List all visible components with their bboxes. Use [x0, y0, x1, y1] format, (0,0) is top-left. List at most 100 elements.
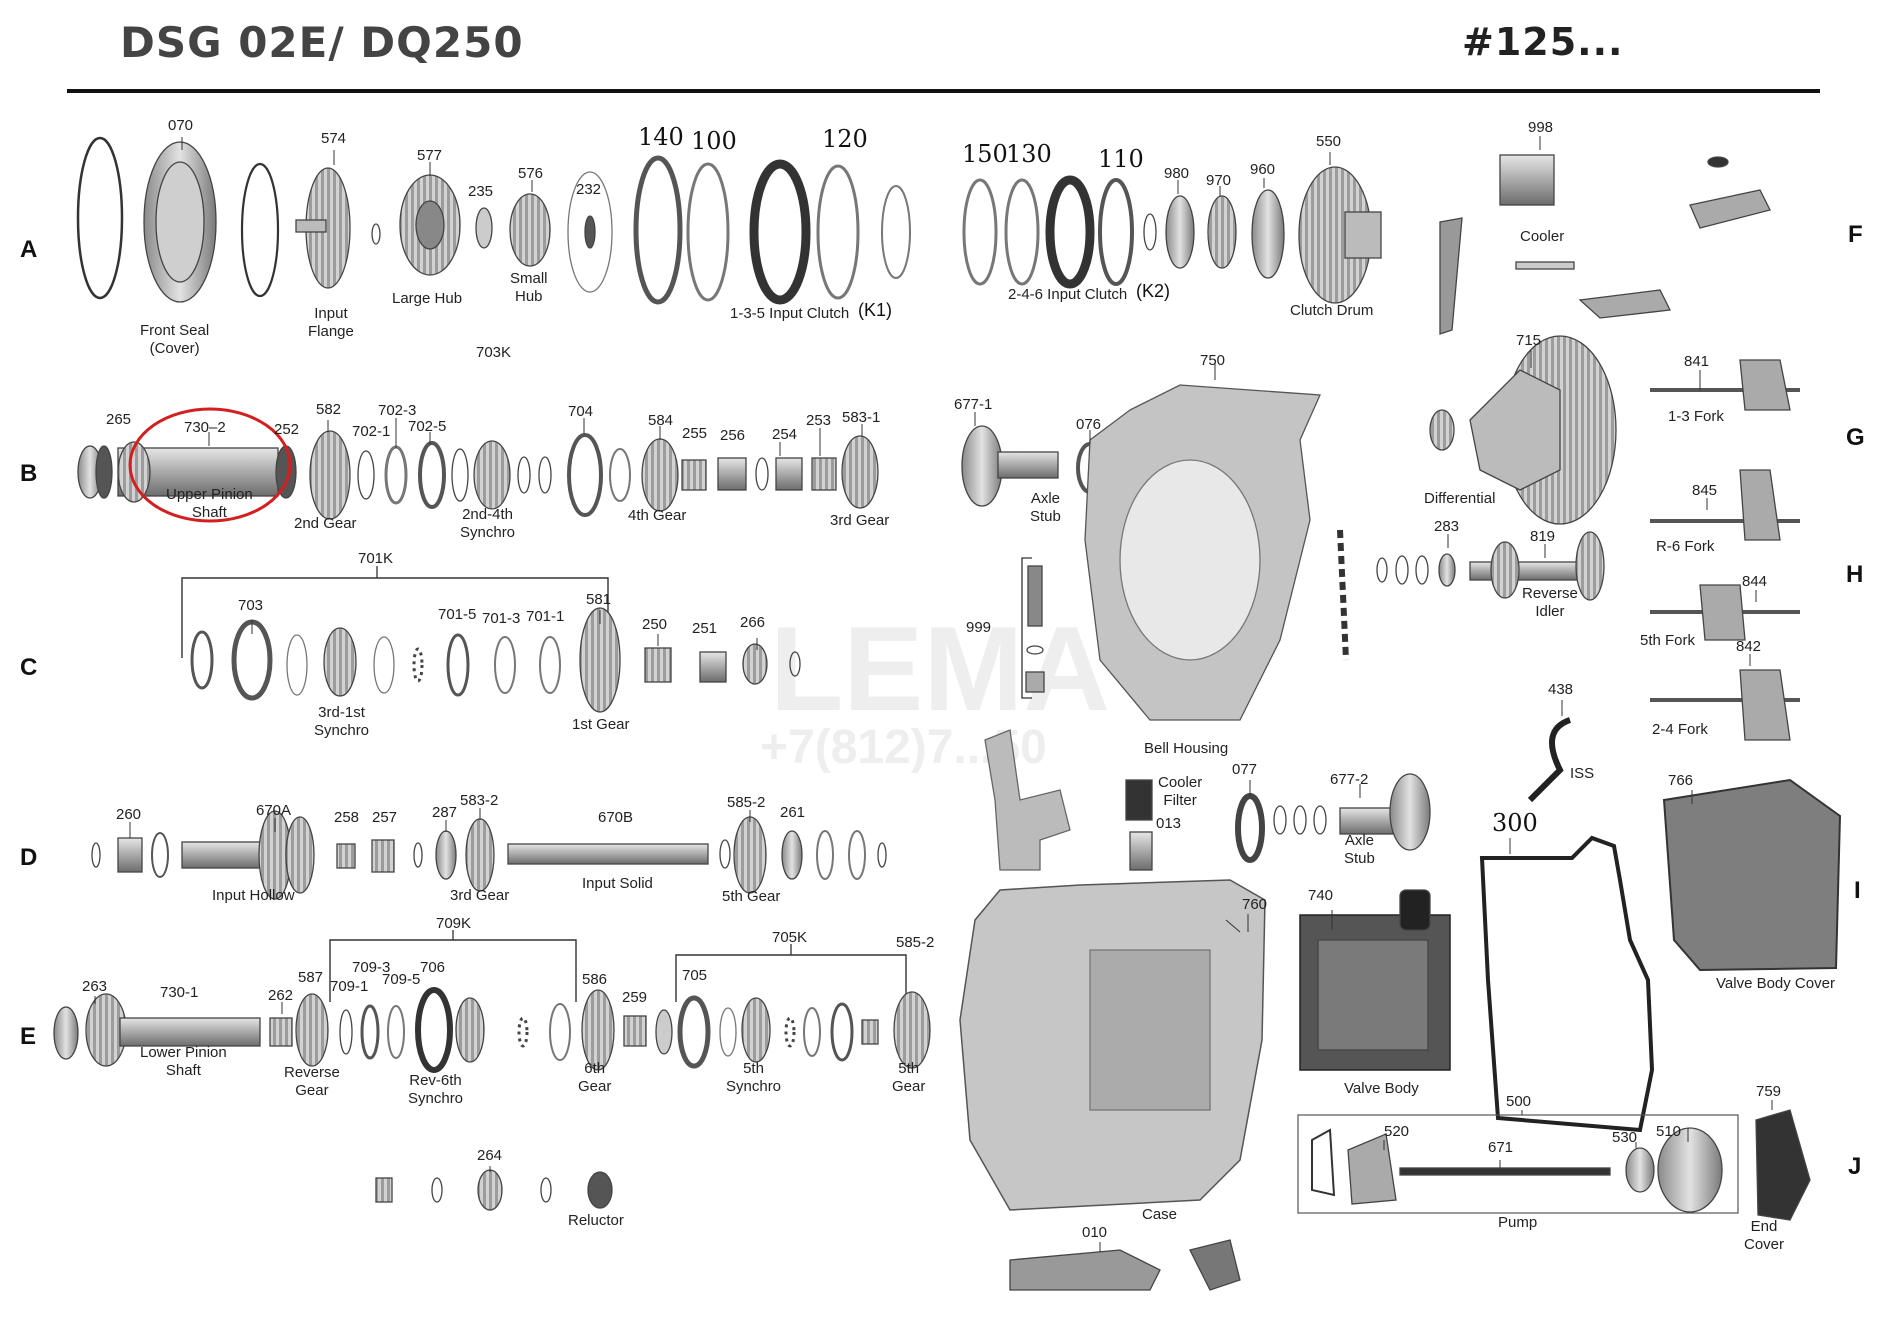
part-number: 140	[638, 123, 684, 151]
front-seal-ring	[76, 136, 124, 300]
axle-stub-flange	[961, 425, 1003, 507]
seal-960	[1251, 189, 1285, 279]
snap-ring	[240, 162, 280, 298]
part-number: 970	[1206, 172, 1232, 189]
label-bell-housing: Bell Housing	[1144, 740, 1229, 757]
label-gear-6th: 6th Gear	[578, 1060, 612, 1095]
part-number: 500	[1506, 1093, 1532, 1110]
pump-shaft-671	[1399, 1167, 1611, 1176]
piston-980	[1165, 195, 1195, 269]
part-number: 677-1	[954, 396, 993, 413]
label-fork-5th: 5th Fork	[1640, 632, 1696, 649]
pump-body-510	[1657, 1127, 1723, 1213]
small-hub	[509, 193, 551, 267]
part-number: 264	[477, 1147, 503, 1164]
part-number: 263	[82, 978, 108, 995]
ring-705	[677, 995, 711, 1069]
bushing-251	[699, 651, 727, 683]
part-number: 819	[1530, 528, 1556, 545]
gear-3rd-upper	[841, 435, 879, 509]
label-cooler: Cooler	[1520, 228, 1565, 245]
part-number: 510	[1656, 1123, 1682, 1140]
part-number: 586	[582, 971, 608, 988]
part-number: 550	[1316, 133, 1342, 150]
part-number: 583-1	[842, 409, 881, 426]
part-number: 235	[468, 183, 494, 200]
part-number: 715	[1516, 332, 1542, 349]
snap-ring-k1	[881, 185, 911, 279]
label-pump: Pump	[1498, 1214, 1538, 1231]
page-title-number: #125...	[1462, 20, 1624, 64]
gasket-300	[1479, 835, 1655, 1133]
filter-013	[1129, 831, 1153, 871]
label-clutch-246: 2-4-6 Input Clutch	[1008, 286, 1128, 303]
part-number: 077	[1232, 761, 1258, 778]
clutch-pack-k2	[1045, 175, 1095, 289]
label-clutch-135: 1-3-5 Input Clutch	[730, 305, 850, 322]
input-solid-shaft	[507, 843, 709, 865]
label-axle-stub-2: Axle Stub	[1344, 832, 1375, 867]
bushing-256	[717, 457, 747, 491]
bearing-232	[567, 171, 613, 293]
synchro-5th	[741, 997, 771, 1063]
label-synchro-5th: 5th Synchro	[726, 1060, 782, 1095]
gear-5th-lower	[893, 991, 931, 1069]
synchro-ring-702-5	[418, 441, 446, 509]
part-number: 577	[417, 147, 443, 164]
rotor-530	[1625, 1147, 1655, 1193]
part-number: 130	[1006, 140, 1052, 168]
part-number: 705	[682, 967, 708, 984]
part-number: 705K	[772, 929, 808, 946]
synchro-3-1	[323, 627, 357, 697]
row-letter-h: H	[1846, 561, 1864, 588]
clutch-pack-k1	[749, 159, 811, 305]
part-number: 262	[268, 987, 294, 1004]
bracket-999	[1021, 557, 1032, 699]
gear-5th-input	[733, 816, 767, 894]
bracket-b	[1578, 289, 1671, 319]
ring-704	[567, 433, 603, 517]
label-synchro-2-4: 2nd-4th Synchro	[460, 506, 516, 541]
end-cover	[1755, 1109, 1811, 1221]
gear-1st	[579, 607, 621, 713]
part-number: 438	[1548, 681, 1574, 698]
needle-bearing-259	[623, 1015, 647, 1047]
label-gear-5th-d: 5th Gear	[722, 888, 781, 905]
bearing-254	[775, 457, 803, 491]
thrust-washer-235	[475, 207, 493, 249]
part-number: 070	[168, 117, 194, 134]
part-number: 740	[1308, 887, 1334, 904]
axle-stub-1	[997, 451, 1059, 479]
part-number: 998	[1528, 119, 1554, 136]
spring-pack-970	[1207, 195, 1237, 269]
needle-bearing-253	[811, 457, 837, 491]
label-large-hub: Large Hub	[392, 290, 463, 307]
seal-077	[1235, 793, 1265, 863]
bearing-252	[275, 445, 297, 499]
part-number: 842	[1736, 638, 1762, 655]
part-number: 232	[576, 181, 602, 198]
clutch-plate-100	[686, 162, 730, 302]
part-number: 670A	[256, 802, 292, 819]
needle-bearing-255	[681, 459, 707, 491]
part-number: 287	[432, 804, 458, 821]
needle-bearing-250	[644, 647, 672, 683]
part-number: 750	[1200, 352, 1226, 369]
part-number: 960	[1250, 161, 1276, 178]
part-number: 013	[1156, 815, 1182, 832]
needle-bearing-258	[336, 843, 356, 869]
clutch-plate-130	[1004, 178, 1040, 286]
part-number: 759	[1756, 1083, 1782, 1100]
bracket-a	[1689, 189, 1771, 229]
part-number: 283	[1434, 518, 1460, 535]
part-number: 261	[780, 804, 806, 821]
part-number: 701-3	[482, 610, 521, 627]
label-input-solid: Input Solid	[582, 875, 653, 892]
part-number: 530	[1612, 1129, 1638, 1146]
solenoid-bracket	[1189, 1239, 1241, 1291]
part-number: 670B	[598, 809, 634, 826]
label-upper-pinion-shaft: Upper Pinion Shaft	[166, 486, 253, 521]
chain-link	[1337, 529, 1349, 661]
label-gear-4th: 4th Gear	[628, 507, 687, 524]
